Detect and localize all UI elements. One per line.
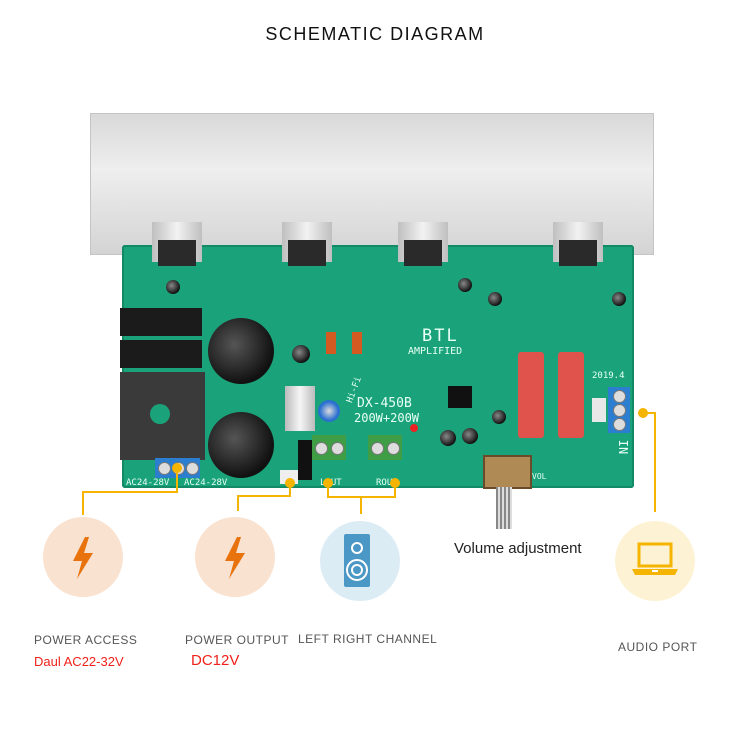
capacitor	[318, 400, 340, 422]
power-transistor	[559, 240, 597, 266]
board-brand-sub: AMPLIFIED	[408, 346, 463, 357]
speaker-icon	[344, 534, 370, 587]
capacitor	[458, 278, 472, 292]
filter-capacitor	[208, 412, 274, 478]
power-output-label: POWER OUTPUT	[185, 633, 289, 647]
film-capacitor	[558, 352, 584, 438]
capacitor	[492, 410, 506, 424]
capacitor	[292, 345, 310, 363]
fuse-holder	[120, 340, 202, 368]
film-capacitor	[518, 352, 544, 438]
board-brand: BTL	[422, 326, 459, 346]
right-speaker-terminal	[368, 435, 402, 460]
audio-input-terminal	[608, 387, 630, 433]
capacitor	[612, 292, 626, 306]
rout-label: ROUT	[376, 478, 398, 488]
potentiometer-shaft	[496, 487, 512, 529]
ac-label-left: AC24-28V	[126, 478, 170, 488]
filter-capacitor	[208, 318, 274, 384]
page-title: SCHEMATIC DIAGRAM	[265, 24, 485, 44]
left-right-channel-circle	[320, 521, 400, 601]
lightning-icon	[225, 537, 245, 579]
board-power-rating: 200W+200W	[354, 411, 420, 425]
capacitor	[326, 332, 336, 354]
ac-label-right: AC24-28V	[184, 478, 228, 488]
volume-adjustment-label: Volume adjustment	[454, 540, 582, 557]
capacitor	[462, 428, 478, 444]
in-label: IN	[616, 439, 631, 455]
power-transistor	[158, 240, 196, 266]
capacitor	[488, 292, 502, 306]
power-access-label: POWER ACCESS	[34, 633, 138, 647]
board-model: DX-450B	[357, 396, 412, 411]
capacitor	[440, 430, 456, 446]
audio-port-circle	[615, 521, 695, 601]
power-access-value: Daul AC22-32V	[34, 654, 124, 669]
power-access-circle	[43, 517, 123, 597]
op-amp-chip	[448, 386, 472, 408]
regulator-heatsink	[285, 386, 315, 431]
audio-input-connector	[592, 398, 606, 422]
power-led	[410, 424, 418, 432]
laptop-icon	[632, 542, 678, 575]
left-speaker-terminal	[312, 435, 346, 460]
power-transistor	[288, 240, 326, 266]
audio-port-label: AUDIO PORT	[618, 640, 698, 654]
relay	[298, 440, 312, 480]
fuse-holder	[120, 308, 202, 336]
capacitor	[166, 280, 180, 294]
power-transistor	[404, 240, 442, 266]
lightning-icon	[73, 537, 93, 579]
volume-potentiometer	[483, 455, 532, 489]
left-right-channel-label: LEFT RIGHT CHANNEL	[298, 632, 438, 646]
vol-label: VOL	[532, 472, 547, 481]
power-output-value: DC12V	[191, 652, 240, 669]
rectifier-bridge	[120, 372, 205, 460]
capacitor	[352, 332, 362, 354]
date-label: 2019.4	[592, 371, 625, 381]
power-output-circle	[195, 517, 275, 597]
